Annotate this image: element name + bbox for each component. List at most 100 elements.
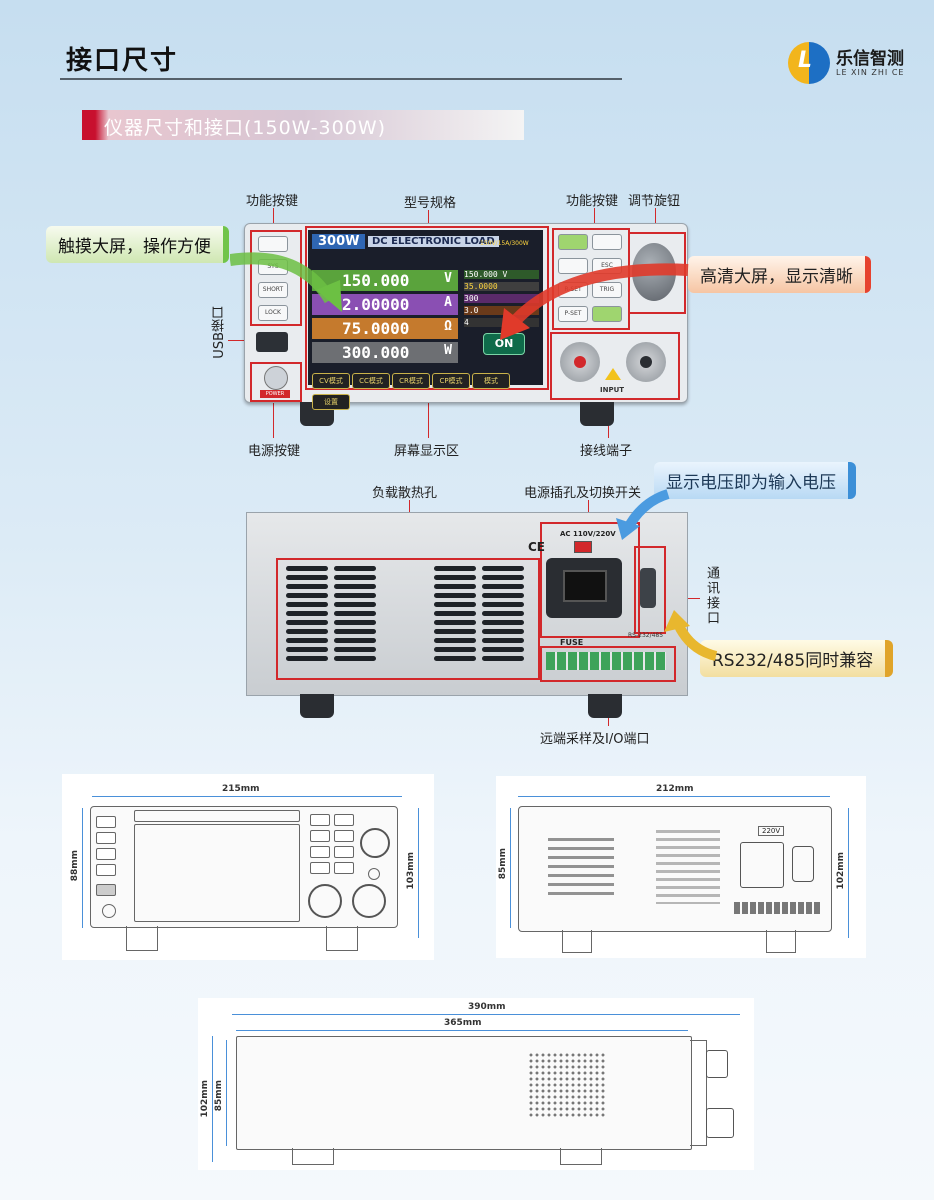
rear-voltage-label: 220V xyxy=(758,826,785,836)
input-terminal-frame xyxy=(550,332,680,400)
power-label: POWER xyxy=(260,390,290,398)
db9-port-icon[interactable] xyxy=(640,568,656,608)
side-value: 4 xyxy=(464,318,539,327)
dim-line xyxy=(510,808,511,928)
leader-line xyxy=(228,340,250,341)
page-title: 接口尺寸 xyxy=(66,46,179,76)
foot-outline xyxy=(560,1148,602,1165)
mode-cc-button[interactable]: CC模式 xyxy=(352,373,390,389)
btn-outline xyxy=(310,814,330,826)
callout-touch-screen: 触摸大屏，操作方便 xyxy=(46,226,229,263)
side-height-outer: 102mm xyxy=(200,1080,210,1118)
p-set-button[interactable]: P-SET xyxy=(558,306,588,322)
device-foot xyxy=(300,694,334,718)
func-button[interactable] xyxy=(592,306,622,322)
label-heat-vents: 负载散热孔 xyxy=(372,486,438,501)
section-banner: 仪器尺寸和接口(150W-300W) xyxy=(82,110,524,140)
btn-outline xyxy=(334,846,354,858)
screen-spec: 150V/15A/300W xyxy=(480,240,529,247)
screen-bezel xyxy=(134,810,300,822)
dim-line xyxy=(92,796,402,797)
foot-outline xyxy=(326,926,358,951)
label-knob: 调节旋钮 xyxy=(628,194,681,209)
label-power-socket: 电源插孔及切换开关 xyxy=(524,486,642,501)
side-total-length: 390mm xyxy=(468,1002,506,1012)
btn-outline xyxy=(96,864,116,876)
comm-port-frame xyxy=(634,546,666,634)
side-value: 150.000 V xyxy=(464,270,539,279)
callout-display-voltage: 显示电压即为输入电压 xyxy=(654,462,856,499)
ac-voltage-label: AC 110V/220V xyxy=(560,530,616,538)
dim-line xyxy=(518,796,830,797)
dim-line xyxy=(226,1040,227,1146)
dim-line xyxy=(82,808,83,928)
leader-line xyxy=(273,208,274,228)
btn-outline xyxy=(334,862,354,874)
btn-outline xyxy=(334,814,354,826)
dim-line xyxy=(212,1036,213,1162)
terminal-side-outline xyxy=(706,1108,734,1138)
label-power-key: 电源按键 xyxy=(248,444,301,459)
func-button[interactable] xyxy=(258,236,288,252)
label-usb: USB接口 xyxy=(212,306,227,359)
front-height-left: 88mm xyxy=(70,850,80,882)
btn-outline xyxy=(310,846,330,858)
lock-button[interactable]: LOCK xyxy=(258,305,288,321)
side-value: 35.0000 xyxy=(464,282,539,291)
foot-outline xyxy=(126,926,158,951)
device-foot xyxy=(588,694,622,718)
power-outline xyxy=(102,904,116,918)
front-height-right: 103mm xyxy=(406,852,416,890)
settings-button[interactable]: 设置 xyxy=(312,394,350,410)
screen-product: DC ELECTRONIC LOAD xyxy=(368,236,499,247)
btn-outline xyxy=(368,868,380,880)
logo-mark-icon: L xyxy=(788,42,830,84)
callout-hd-screen: 高清大屏，显示清晰 xyxy=(688,256,871,293)
terminal-block-icon[interactable] xyxy=(546,652,666,670)
socket-outline-icon xyxy=(740,842,784,888)
mode-cv-button[interactable]: CV模式 xyxy=(312,373,350,389)
knob-outline-icon xyxy=(360,828,390,858)
foot-outline xyxy=(562,930,592,953)
rs-port-label: RS-232/485 xyxy=(628,632,664,639)
arrow-green-icon xyxy=(230,252,342,312)
func-button[interactable] xyxy=(558,234,588,250)
power-key-group xyxy=(250,362,302,402)
btn-outline xyxy=(96,816,116,828)
left-key-group xyxy=(250,230,302,326)
terminal-outline-icon xyxy=(352,884,386,918)
vent-slots-right xyxy=(434,566,476,665)
voltage-switch[interactable] xyxy=(574,541,592,553)
mode-select-button[interactable]: 模式 xyxy=(472,373,510,389)
terminal-block-outline xyxy=(734,902,820,914)
logo-name-cn: 乐信智测 xyxy=(836,49,904,69)
display-frame xyxy=(305,226,549,390)
side-value: 3.0 xyxy=(464,306,539,315)
usb-port-icon[interactable] xyxy=(256,332,288,352)
label-func-keys-right: 功能按键 xyxy=(566,194,619,209)
short-button[interactable]: SHORT xyxy=(258,282,288,298)
mode-cr-button[interactable]: CR模式 xyxy=(392,373,430,389)
display-screen: 300W DC ELECTRONIC LOAD 150V/15A/300W 15… xyxy=(308,230,543,410)
db9-outline-icon xyxy=(792,846,814,882)
dim-line xyxy=(848,808,849,938)
trig-button[interactable]: TRIG xyxy=(592,282,622,298)
foot-outline xyxy=(766,930,796,953)
side-height-inner: 85mm xyxy=(214,1080,224,1112)
mode-cp-button[interactable]: CP模式 xyxy=(432,373,470,389)
side-values: 150.000 V 35.0000 300 3.0 4 xyxy=(464,270,539,327)
rear-width: 212mm xyxy=(656,784,694,794)
func-button[interactable] xyxy=(592,234,622,250)
vent-slots-left xyxy=(334,566,376,665)
side-vent-grid xyxy=(528,1052,606,1118)
btn-outline xyxy=(96,848,116,860)
warning-icon xyxy=(605,368,621,380)
title-divider xyxy=(60,78,622,80)
func-button[interactable] xyxy=(558,258,588,274)
power-button[interactable] xyxy=(264,366,288,390)
leader-line xyxy=(273,400,274,438)
